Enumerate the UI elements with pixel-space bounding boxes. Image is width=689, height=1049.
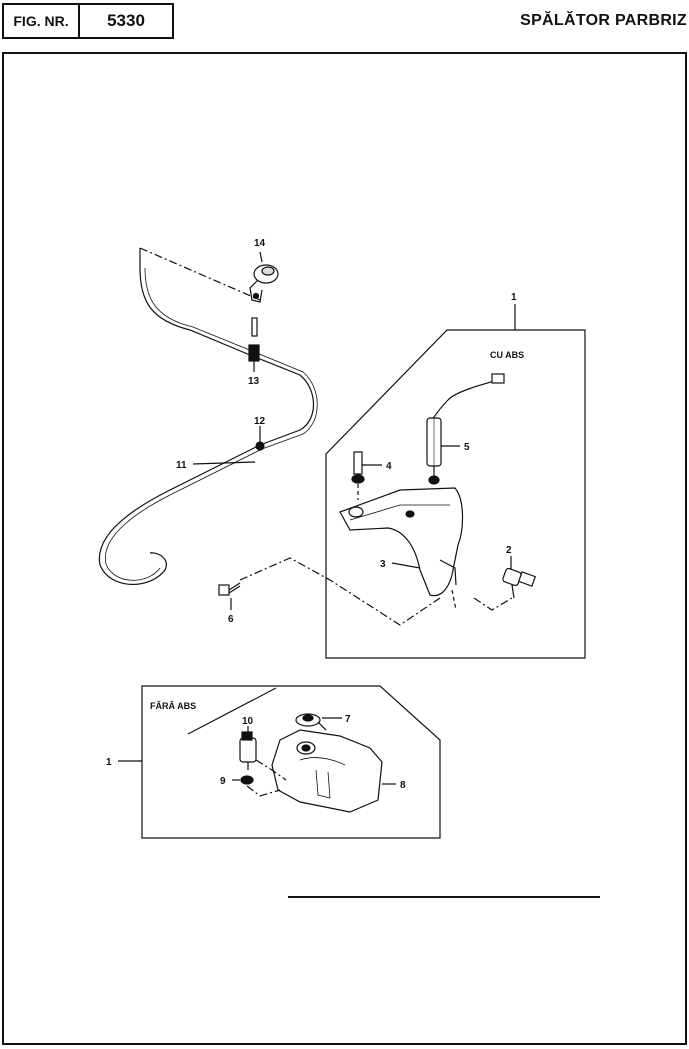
- without-abs-panel: [141, 685, 441, 839]
- callout-1-top: 1: [511, 292, 517, 303]
- callout-4: 4: [386, 461, 392, 472]
- with-abs-panel: [325, 329, 586, 659]
- washer-tank: [271, 729, 383, 813]
- callout-8: 8: [400, 780, 406, 791]
- callout-9: 9: [220, 776, 226, 787]
- callout-3: 3: [380, 559, 386, 570]
- page-title: SPĂLĂTOR PARBRIZ: [520, 12, 687, 29]
- callout-2: 2: [506, 545, 512, 556]
- mounting-screw: [218, 582, 241, 596]
- washer-pump: [239, 731, 257, 770]
- callout-5: 5: [464, 442, 470, 453]
- callout-11: 11: [176, 460, 187, 471]
- callout-6: 6: [228, 614, 234, 625]
- fig-number: 5330: [78, 3, 174, 39]
- fara-abs-label: FĂRĂ ABS: [150, 701, 196, 711]
- hose-assembly: [98, 267, 314, 585]
- callout-13: 13: [248, 376, 260, 387]
- pump-grommet: [240, 775, 254, 785]
- callout-10: 10: [242, 716, 254, 727]
- callout-12: 12: [254, 416, 266, 427]
- reservoir-bracket: [339, 487, 464, 597]
- cu-abs-label: CU ABS: [490, 350, 524, 360]
- abs-switch: [502, 567, 537, 599]
- tank-cap: [295, 713, 327, 731]
- hose-connector: [248, 344, 260, 362]
- diagram-frame: [2, 52, 687, 1045]
- callout-7: 7: [345, 714, 351, 725]
- callout-14: 14: [254, 238, 266, 249]
- callout-1-bottom: 1: [106, 757, 112, 768]
- pump-bolt: [353, 451, 363, 475]
- hose-joint: [255, 441, 265, 451]
- sensor-plug: [491, 373, 505, 384]
- washer-nozzle: [249, 264, 279, 303]
